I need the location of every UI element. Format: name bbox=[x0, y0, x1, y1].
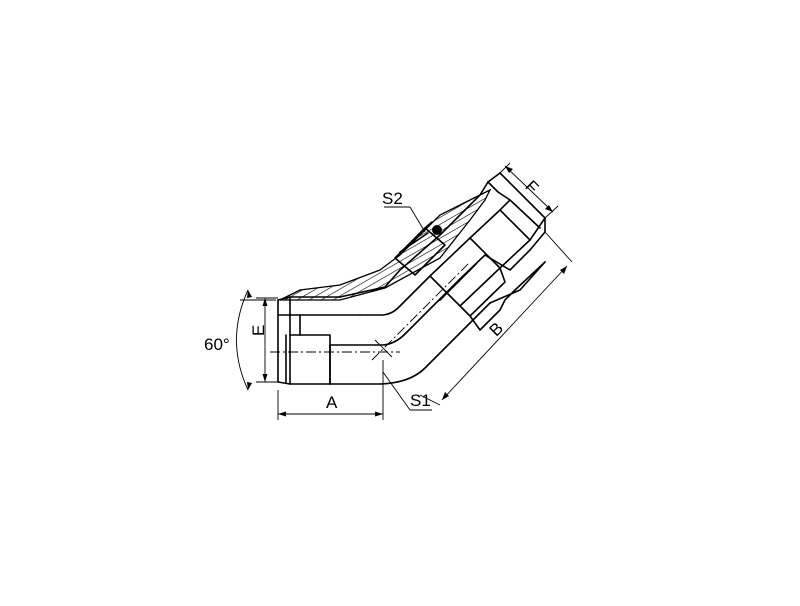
dimension-lines bbox=[236, 162, 573, 420]
fitting-outline bbox=[277, 172, 546, 385]
label-f: F bbox=[521, 177, 542, 198]
label-s2: S2 bbox=[382, 189, 403, 208]
centerlines bbox=[270, 261, 471, 361]
label-e: E bbox=[249, 325, 268, 336]
seal-ring-icon bbox=[432, 225, 442, 235]
label-a: A bbox=[326, 393, 338, 412]
label-s1: S1 bbox=[410, 391, 431, 410]
label-angle: 60° bbox=[204, 335, 230, 354]
